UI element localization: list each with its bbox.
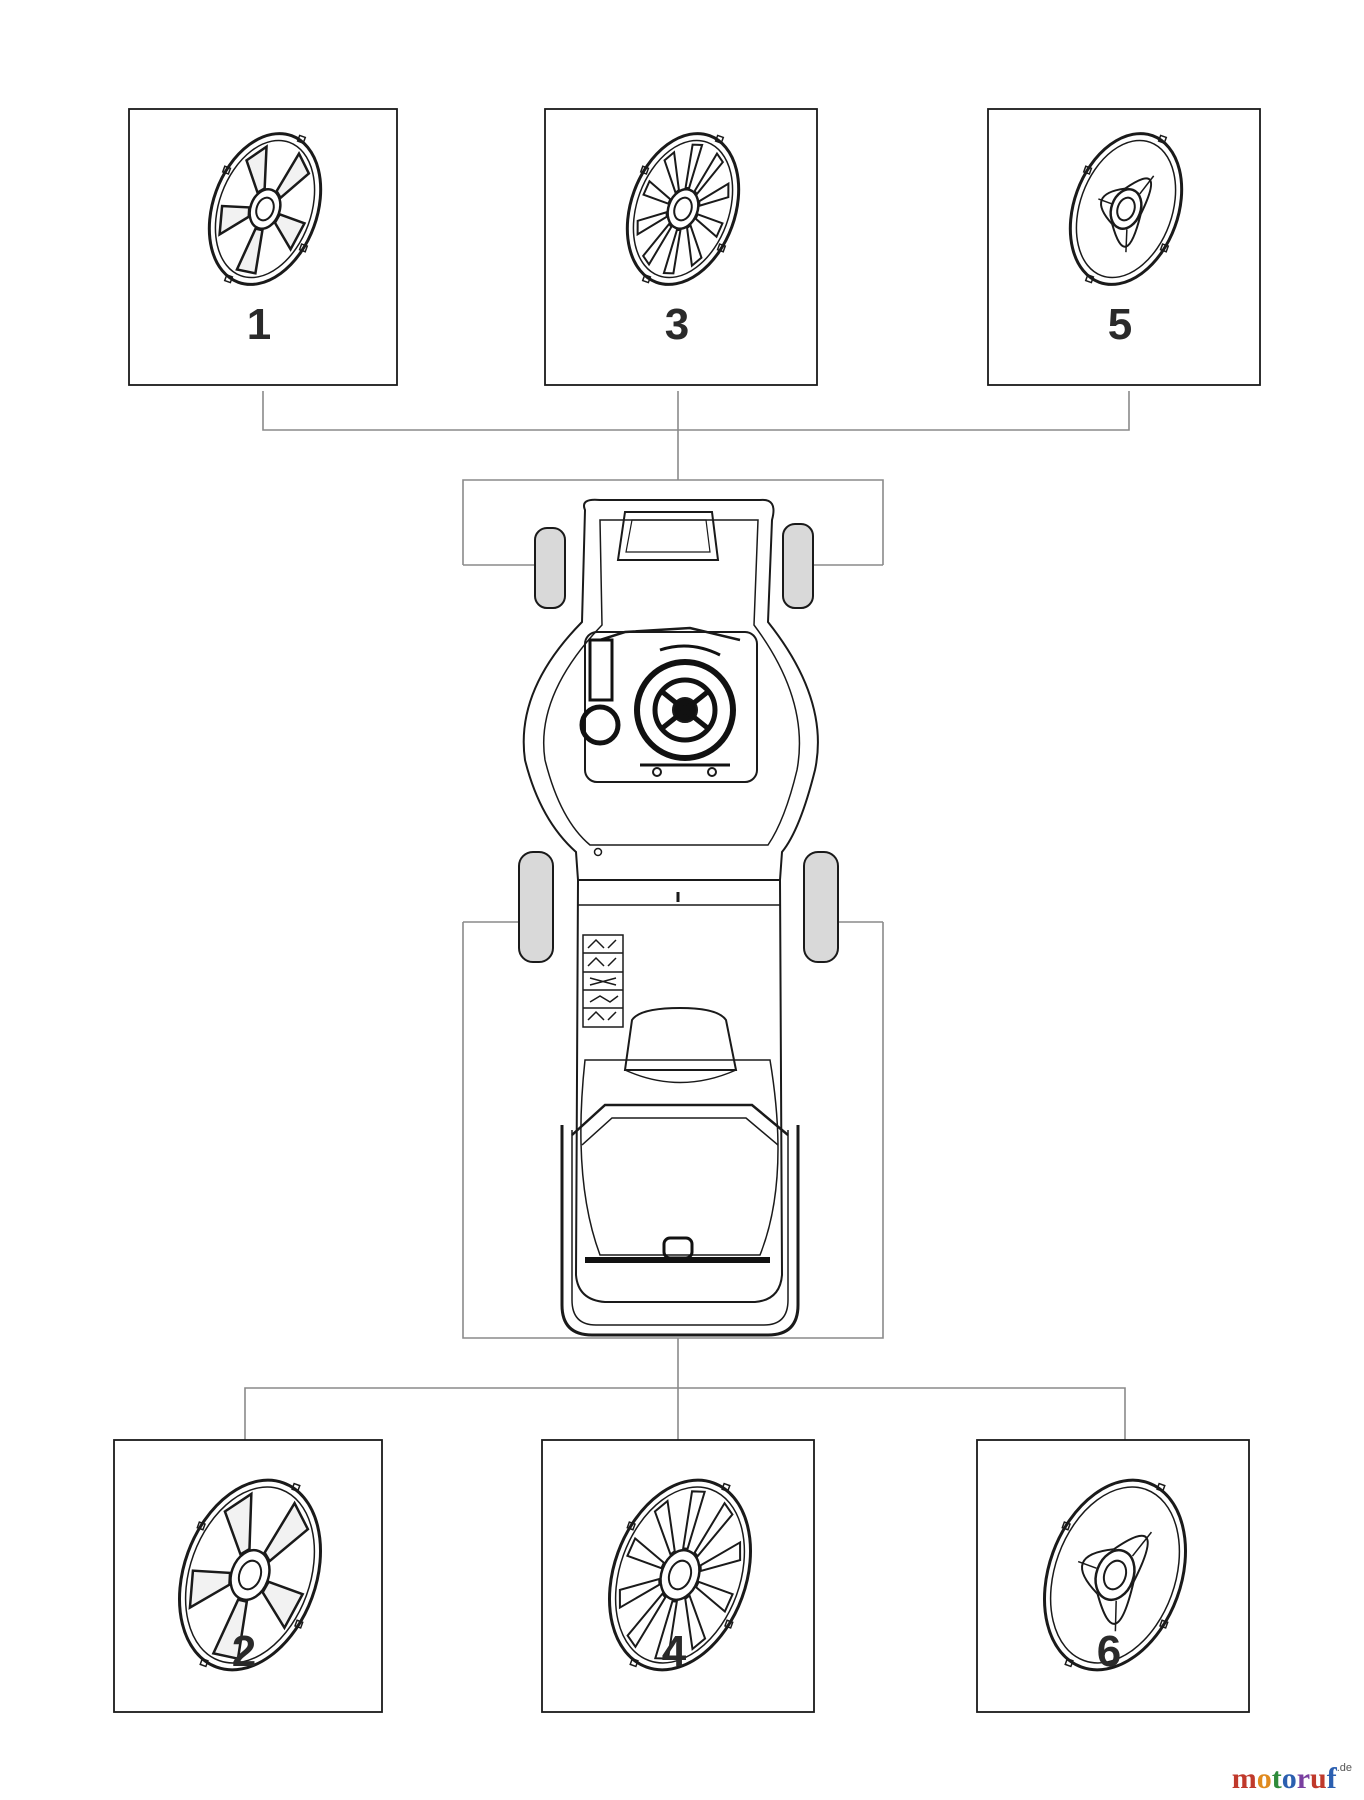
hubcap-multi-spoke-icon xyxy=(625,132,741,286)
rear-left-tire xyxy=(518,851,554,963)
lawn-mower-top-view xyxy=(518,498,839,1337)
connector-bottom xyxy=(244,921,1126,1440)
part-6-box: 6 xyxy=(976,1439,1250,1713)
hubcap-five-spoke-icon xyxy=(178,1478,322,1672)
part-4-number: 4 xyxy=(662,1627,687,1676)
part-2-number: 2 xyxy=(232,1627,256,1676)
part-6-number: 6 xyxy=(1097,1627,1121,1676)
rear-right-tire xyxy=(803,851,839,963)
hubcap-multi-spoke-icon xyxy=(608,1478,752,1672)
watermark-letter: f xyxy=(1326,1762,1337,1795)
mower-deck xyxy=(522,498,819,881)
watermark-tld: .de xyxy=(1336,1762,1352,1774)
watermark-logo: motoruf.de xyxy=(1232,1762,1352,1796)
part-4-box: 4 xyxy=(541,1439,815,1713)
front-right-tire xyxy=(782,523,814,609)
watermark-letter: u xyxy=(1310,1762,1327,1795)
engine xyxy=(579,626,758,783)
part-2-box: 2 xyxy=(113,1439,383,1713)
watermark-letter: r xyxy=(1296,1762,1311,1795)
part-1-box: 1 xyxy=(128,108,398,386)
hubcap-three-petal-icon xyxy=(1068,132,1184,286)
warning-labels xyxy=(582,934,624,1028)
mower-handle xyxy=(560,1125,800,1337)
part-3-box: 3 xyxy=(544,108,818,386)
watermark-letter: t xyxy=(1271,1762,1282,1795)
watermark-letter: o xyxy=(1256,1762,1272,1795)
part-1-number: 1 xyxy=(247,300,271,349)
watermark-letters: motoruf xyxy=(1232,1762,1337,1796)
connector-top xyxy=(262,391,1130,566)
hubcap-three-petal-icon xyxy=(1043,1478,1187,1672)
part-3-number: 3 xyxy=(665,300,689,349)
part-5-number: 5 xyxy=(1108,300,1132,349)
part-5-box: 5 xyxy=(987,108,1261,386)
front-left-tire xyxy=(534,527,566,609)
watermark-letter: m xyxy=(1231,1762,1257,1795)
part-3-frame xyxy=(544,108,818,386)
watermark-letter: o xyxy=(1281,1762,1297,1795)
hubcap-five-spoke-icon xyxy=(207,132,323,286)
